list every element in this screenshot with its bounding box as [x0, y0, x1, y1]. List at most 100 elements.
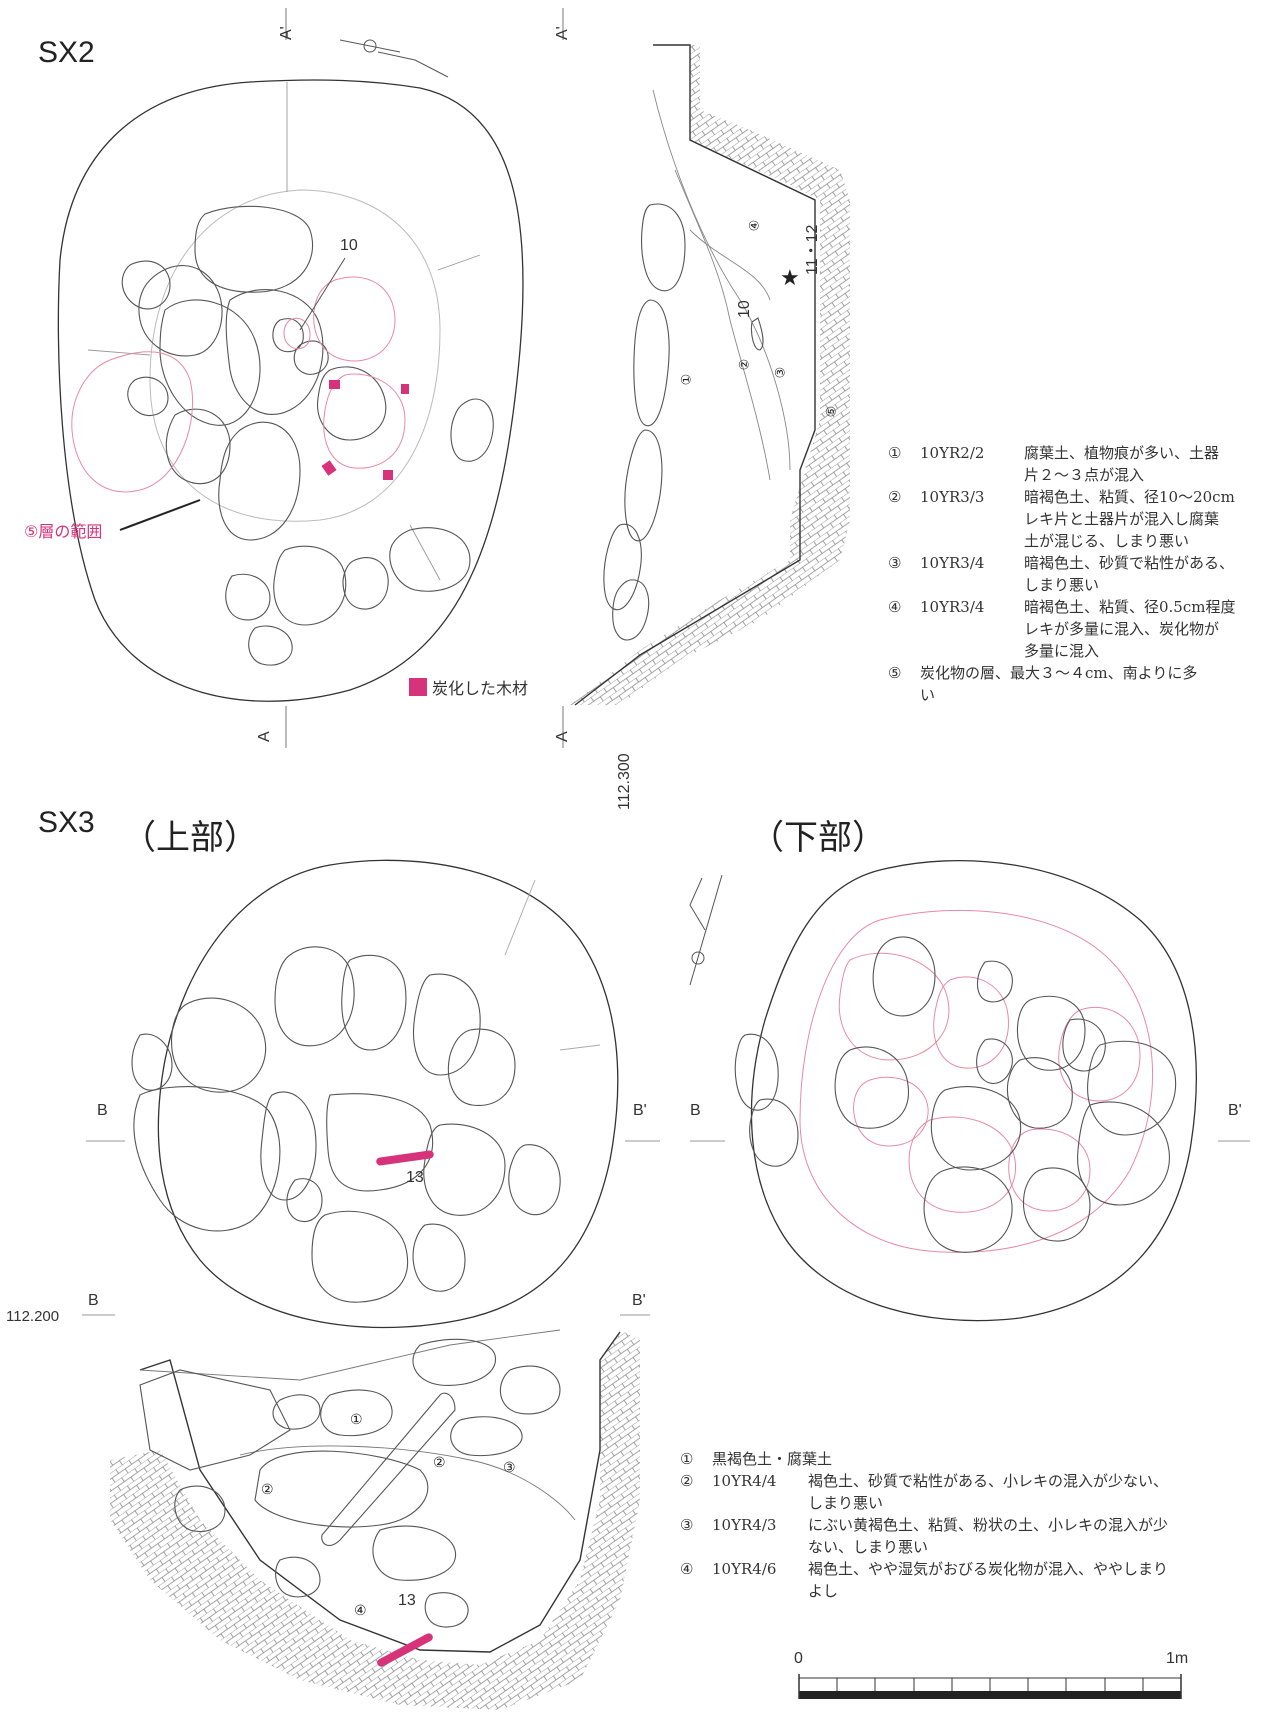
legend-number: ①	[680, 1450, 694, 1468]
sx2-section-layer-1: ①	[679, 373, 695, 386]
legend-code: 10YR3/3	[920, 488, 985, 506]
sx2-plan	[57, 8, 524, 748]
charred-wood-piece	[401, 384, 409, 394]
north-arrow-sx3	[689, 874, 723, 986]
legend-code: 10YR4/6	[712, 1560, 777, 1578]
sx3-upper-label: （上部）	[122, 818, 258, 858]
legend-line: 土が混じる、しまり悪い	[1024, 532, 1190, 550]
elevation-112-200: 112.200	[6, 1308, 60, 1325]
pit-outline-sx2	[57, 79, 524, 702]
sx2-section: ★	[562, 8, 850, 748]
legend-code: 10YR4/4	[712, 1472, 777, 1490]
sx2-title: SX2	[38, 36, 95, 69]
legend-line: 黒褐色土・腐葉土	[712, 1450, 833, 1468]
section-stones	[603, 203, 764, 641]
label-a-prime-plan: A'	[278, 26, 295, 40]
charred-wood-13-section	[377, 1633, 433, 1667]
legend-code: 10YR3/4	[920, 554, 985, 572]
charred-wood-sx2	[321, 380, 427, 696]
sx3-section-layer-3: ③	[503, 1460, 516, 1476]
sx2-legend-row-5: ⑤ 炭化物の層、最大３～４cm、南よりに多い	[888, 662, 1268, 706]
stones-sx3-lower	[734, 936, 1177, 1253]
legend-line: 褐色土、砂質で粘性がある、小レキの混入が少ない、	[808, 1472, 1169, 1490]
layer5-outlines-sx2	[71, 276, 406, 493]
legend-line: 片２～３点が混入	[1024, 466, 1145, 484]
sx3-ground-hatch	[110, 1330, 640, 1710]
charred-wood-piece	[329, 380, 340, 389]
scale-zero-label: 0	[794, 1650, 803, 1667]
charred-wood-piece	[321, 460, 337, 476]
label-b-lower: B	[690, 1102, 701, 1119]
find-11-12-label: 11・12	[804, 224, 821, 275]
sx3-lower-plan	[690, 859, 1250, 1322]
legend-line: しまり悪い	[808, 1494, 884, 1512]
find-10-leader	[299, 257, 346, 331]
sx2-section-layer-3: ③	[773, 366, 789, 379]
legend-code: 10YR2/2	[920, 444, 985, 462]
legend-line: よし	[808, 1582, 839, 1600]
elevation-112-300: 112.300	[616, 753, 633, 810]
label-a-prime-section: A'	[554, 26, 571, 40]
label-b-prime-section: B'	[632, 1292, 646, 1309]
legend-line: い	[920, 686, 936, 704]
sx3-section-layer-1: ①	[350, 1412, 363, 1428]
legend-number: ③	[680, 1516, 694, 1534]
pit-outline-sx3-upper	[157, 859, 619, 1329]
label-b-prime-upper: B'	[633, 1102, 647, 1119]
sx3-lower-label: （下部）	[750, 818, 886, 858]
legend-line: ない、しまり悪い	[808, 1538, 929, 1556]
label-b-prime-lower: B'	[1228, 1102, 1242, 1119]
sx3-legend-row-4: ④ 10YR4/6 褐色土、やや湿気がおびる炭化物が混入、ややしまりよし	[680, 1558, 1270, 1602]
pit-outline-sx3-lower	[750, 859, 1197, 1322]
sx2-section-layer-5: ⑤	[824, 405, 840, 418]
find-10-label-plan: 10	[340, 237, 358, 254]
sx2-section-layer-2: ②	[737, 358, 753, 371]
legend-line: にぶい黄褐色土、粘質、粉状の土、小レキの混入が少	[808, 1516, 1169, 1534]
find-13-upper: 13	[406, 1169, 424, 1186]
pit-inner-floor-sx2	[149, 189, 441, 522]
label-a-section: A	[554, 731, 571, 742]
star-marker: ★	[780, 266, 800, 291]
legend-line: 暗褐色土、粘質、径0.5cm程度	[1024, 598, 1236, 616]
section-layer-lines	[652, 89, 791, 481]
stones-sx2	[121, 205, 494, 666]
natural-ground-hatch	[570, 45, 850, 705]
sx2-legend-row-3: ③ 10YR3/4 暗褐色土、砂質で粘性がある、しまり悪い	[888, 552, 1268, 596]
sx2-legend: ① 10YR2/2 腐葉土、植物痕が多い、土器片２～３点が混入 ② 10YR3/…	[888, 442, 1268, 706]
sx3-title: SX3	[38, 806, 95, 839]
sx3-section	[82, 1314, 650, 1710]
legend-code: 10YR3/4	[920, 598, 985, 616]
label-a-plan: A	[256, 731, 273, 742]
scale-bar-solid	[799, 1691, 1181, 1699]
north-arrow-sx2	[339, 39, 449, 78]
legend-line: 腐葉土、植物痕が多い、土器	[1024, 444, 1220, 462]
sx3-section-layer-2b: ②	[261, 1482, 274, 1498]
scale-ticks	[836, 1678, 1144, 1691]
legend-line: 褐色土、やや湿気がおびる炭化物が混入、ややしまり	[808, 1560, 1169, 1578]
sx3-legend-row-2: ② 10YR4/4 褐色土、砂質で粘性がある、小レキの混入が少ない、しまり悪い	[680, 1470, 1270, 1514]
charred-wood-piece	[383, 470, 393, 480]
stones-sx3-upper	[131, 946, 561, 1303]
legend-number: ③	[888, 554, 902, 572]
legend-number: ④	[680, 1560, 694, 1578]
scale-bar	[798, 1674, 1182, 1699]
legend-line: レキが多量に混入、炭化物が	[1024, 620, 1220, 638]
layer5-leader	[119, 499, 201, 531]
legend-number: ⑤	[888, 664, 902, 682]
charred-wood-13-upper	[376, 1150, 434, 1166]
slope-lines-sx2	[87, 82, 481, 581]
sx3-section-layer-lines	[139, 1329, 576, 1521]
scale-max-label: 1m	[1166, 1650, 1189, 1667]
sx2-legend-row-1: ① 10YR2/2 腐葉土、植物痕が多い、土器片２～３点が混入	[888, 442, 1268, 486]
legend-line: 炭化物の層、最大３～４cm、南よりに多	[920, 664, 1198, 682]
sx2-legend-row-4: ④ 10YR3/4 暗褐色土、粘質、径0.5cm程度レキが多量に混入、炭化物が多…	[888, 596, 1268, 662]
legend-line: 暗褐色土、粘質、径10～20cm	[1024, 488, 1235, 506]
sx3-section-layer-2a: ②	[433, 1455, 446, 1471]
sx3-section-layer-4: ④	[354, 1603, 367, 1619]
label-b-upper: B	[97, 1102, 108, 1119]
slope-lines-sx3-upper	[504, 879, 601, 1051]
charred-wood-legend-label: 炭化した木材	[432, 679, 529, 698]
find-13-section: 13	[398, 1592, 416, 1609]
charred-wood-legend-swatch	[409, 678, 427, 696]
